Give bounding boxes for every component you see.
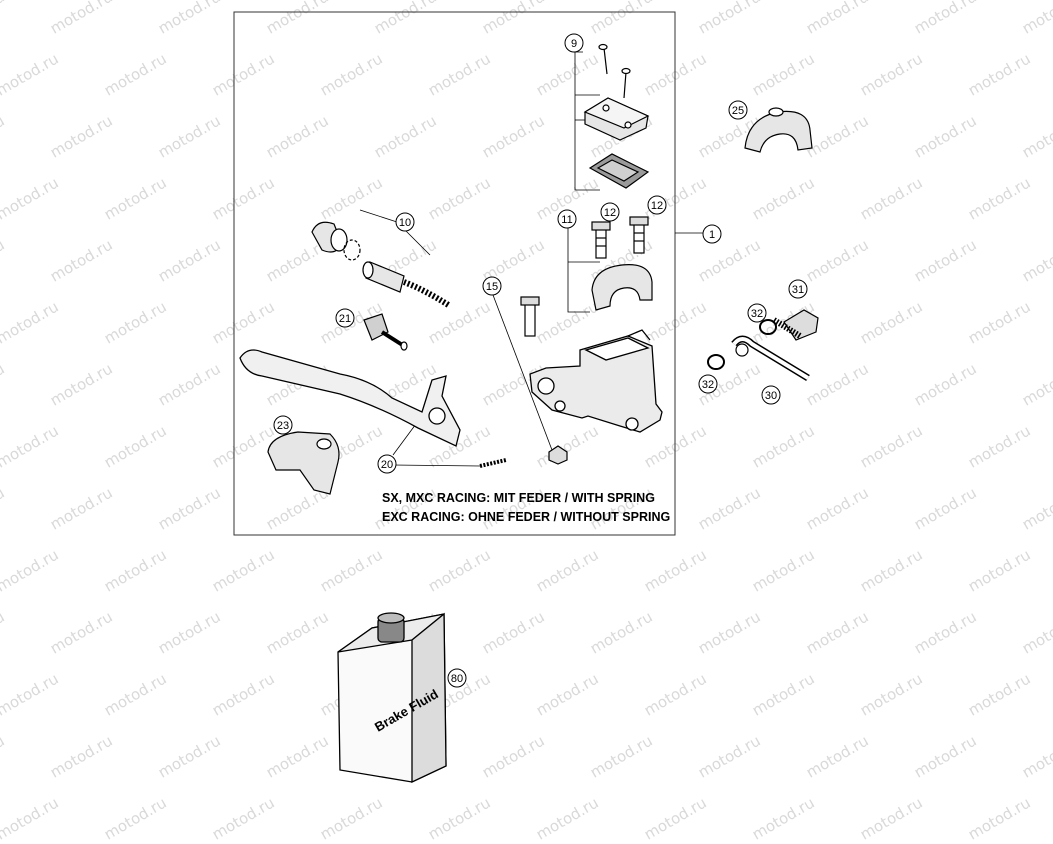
callout-label: 80 (451, 673, 463, 685)
exploded-parts-diagram: Brake Fluid 1 9 10 11 12 12 15 20 21 23 … (233, 11, 819, 784)
watermark-text: motod.ru (209, 793, 278, 844)
lever-guard-part (267, 431, 340, 495)
reservoir-cover-part (583, 43, 650, 189)
brake-fluid-bottle (337, 612, 447, 784)
callout-20: 20 (377, 454, 397, 474)
watermark-text: motod.ru (101, 793, 170, 844)
spring-note-line2: EXC RACING: OHNE FEDER / WITHOUT SPRING (382, 510, 671, 524)
callout-label: 12 (604, 207, 616, 219)
callout-label: 15 (486, 281, 498, 293)
callout-label: 32 (702, 379, 714, 391)
callout-label: 21 (339, 313, 351, 325)
watermark-text: motod.ru (317, 793, 386, 844)
callout-21: 21 (335, 308, 355, 328)
callout-label: 31 (792, 284, 804, 296)
pivot-bolt-part (520, 296, 568, 465)
callout-label: 1 (709, 229, 715, 241)
callout-1: 1 (702, 224, 722, 244)
callout-11: 11 (557, 209, 577, 229)
brake-hose-part (707, 309, 819, 381)
callout-label: 10 (399, 217, 411, 229)
watermark-text: motod.ru (749, 793, 818, 844)
callout-30: 30 (761, 385, 781, 405)
brake-lever-part (239, 349, 507, 468)
adjuster-screw-part (363, 313, 408, 351)
callout-9: 9 (564, 33, 584, 53)
callout-31: 31 (788, 279, 808, 299)
callout-12a: 12 (600, 202, 620, 222)
callouts: 1 9 10 11 12 12 15 20 21 23 25 30 31 32 … (273, 33, 808, 688)
callout-label: 30 (765, 390, 777, 402)
callout-label: 12 (651, 200, 663, 212)
handlebar-clamp-part (744, 107, 813, 153)
callout-23: 23 (273, 415, 293, 435)
watermark-text: motod.ru (857, 793, 926, 844)
master-cylinder-body (529, 329, 663, 433)
callout-12b: 12 (647, 195, 667, 215)
callout-label: 9 (571, 38, 577, 50)
watermark-text: motod.ru (0, 793, 62, 844)
clamp-bolts-part (591, 216, 653, 311)
callout-32b: 32 (698, 374, 718, 394)
watermark-text: motod.ru (641, 793, 710, 844)
callout-32a: 32 (747, 303, 767, 323)
watermark-text: motod.ru (425, 793, 494, 844)
callout-25: 25 (728, 100, 748, 120)
piston-kit-part (311, 221, 452, 309)
callout-label: 20 (381, 459, 393, 471)
callout-label: 23 (277, 420, 289, 432)
watermark-text: motod.ru (533, 793, 602, 844)
spring-note-line1: SX, MXC RACING: MIT FEDER / WITH SPRING (382, 491, 655, 505)
callout-label: 11 (561, 214, 572, 226)
watermark-text: motod.ru (965, 793, 1034, 844)
callout-10: 10 (395, 212, 415, 232)
callout-80: 80 (447, 668, 467, 688)
callout-15: 15 (482, 276, 502, 296)
assembly-frame (233, 11, 676, 536)
callout-label: 25 (732, 105, 744, 117)
callout-label: 32 (751, 308, 763, 320)
